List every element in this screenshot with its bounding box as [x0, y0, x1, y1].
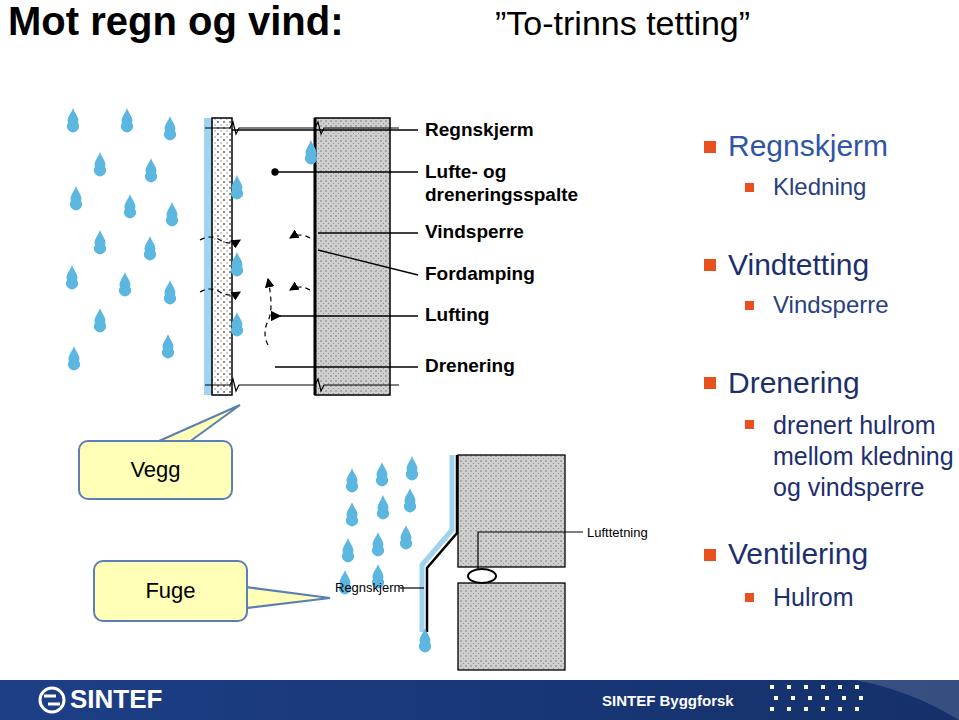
label: Drenering	[425, 355, 515, 377]
footer-dot	[808, 696, 812, 700]
label: Vindsperre	[425, 221, 524, 243]
air-arrows	[200, 235, 310, 345]
label: Drenering	[728, 366, 860, 400]
rain-drop	[400, 525, 412, 549]
logo-mark	[40, 688, 64, 712]
rain-drop	[231, 312, 243, 336]
rain-drop	[404, 488, 416, 512]
rain-drop	[166, 202, 178, 226]
rain-drop	[67, 108, 79, 132]
callout-tail	[150, 405, 240, 445]
label: Lufte- og dreneringsspalte	[425, 160, 600, 206]
rain-drop	[346, 502, 358, 526]
rain-drop	[119, 272, 131, 296]
water-film	[204, 118, 212, 395]
label: Vindsperre	[773, 291, 889, 319]
label: Fordamping	[425, 263, 535, 285]
cladding	[212, 118, 232, 395]
rain-drop	[145, 158, 157, 182]
label: Hulrom	[773, 583, 854, 612]
rain-drop	[231, 175, 243, 199]
footer-dot	[825, 696, 829, 700]
rain-drop	[305, 140, 317, 164]
footer-dot	[838, 685, 842, 689]
rain-drop	[377, 495, 389, 519]
rain-drop	[164, 116, 176, 140]
footer-dot	[787, 685, 791, 689]
footer-dot	[838, 707, 842, 711]
rain-drop	[124, 194, 136, 218]
rain-drop	[121, 108, 133, 132]
callout-box: Fuge	[93, 560, 248, 622]
label: ”To-trinns tetting”	[495, 0, 750, 46]
leader-lines	[232, 130, 418, 367]
callout-text: Fuge	[145, 578, 195, 604]
rain-drop	[94, 230, 106, 254]
label: Lufting	[425, 304, 489, 326]
upper-block	[458, 455, 565, 567]
label: SINTEF Byggforsk	[602, 692, 734, 709]
wall-body	[315, 118, 390, 395]
footer-dot	[855, 707, 859, 711]
label: Ventilering	[728, 537, 868, 571]
rain-drop	[94, 152, 106, 176]
callout-text: Vegg	[130, 457, 180, 483]
rain-drop	[231, 252, 243, 276]
label: SINTEF	[70, 684, 162, 715]
leader-line	[478, 532, 583, 570]
footer-dots	[770, 685, 863, 711]
footer-dot	[804, 707, 808, 711]
footer-dot	[855, 685, 859, 689]
label: Vindtetting	[728, 248, 869, 282]
air-seal	[468, 569, 496, 583]
rain-drop	[144, 236, 156, 260]
rain-drop	[70, 186, 82, 210]
rain-drop	[94, 308, 106, 332]
footer-dot	[791, 696, 795, 700]
label: Kledning	[773, 173, 866, 201]
label: Regnskjerm	[728, 129, 888, 163]
footer-dot	[804, 685, 808, 689]
rain-drop	[372, 532, 384, 556]
label: Regnskjerm	[425, 119, 534, 141]
rain-drop	[66, 265, 78, 289]
break-lines	[205, 122, 399, 391]
label: Regnskjerm	[335, 580, 404, 595]
rain-drop	[346, 468, 358, 492]
footer-dot	[774, 696, 778, 700]
footer-bar	[0, 680, 959, 720]
footer-dot	[821, 685, 825, 689]
rain-drop	[68, 346, 80, 370]
footer-dot	[770, 707, 774, 711]
callout-box: Vegg	[78, 440, 233, 500]
label: Lufttetning	[587, 525, 648, 540]
footer-swoosh	[855, 680, 959, 720]
title: Mot regn og vind:	[8, 0, 344, 44]
rain-screen-plate	[427, 455, 457, 632]
footer-dot	[842, 696, 846, 700]
footer-dot	[787, 707, 791, 711]
rain-drops	[66, 108, 431, 652]
footer-dot	[770, 685, 774, 689]
footer-dot	[821, 707, 825, 711]
label: drenert hulrom mellom kledning og vindsp…	[773, 410, 959, 503]
lower-block	[458, 583, 565, 670]
logo-mark	[44, 696, 60, 704]
rain-drop	[164, 280, 176, 304]
rain-drop	[162, 334, 174, 358]
rain-drop	[406, 456, 418, 480]
rain-drop	[342, 538, 354, 562]
footer-dot	[859, 696, 863, 700]
rain-drop	[376, 462, 388, 486]
rain-drop	[419, 628, 431, 652]
